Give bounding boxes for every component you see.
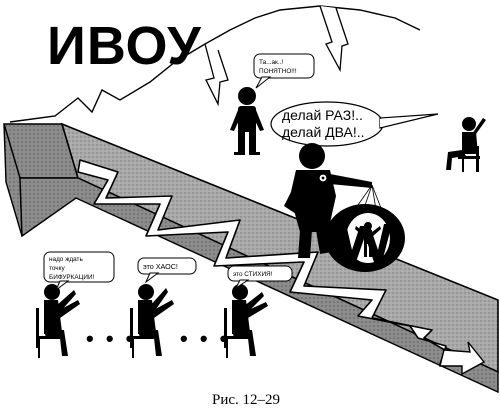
speech-bubble-sitter-2: это ХАОС!: [137, 257, 197, 284]
speech-bubble-observer: Та...ак..! ПОНЯТНО!!!: [253, 53, 315, 89]
sitter-3-speech: это СТИХИЯ!: [233, 271, 273, 278]
sitter-2-speech: это ХАОС!: [143, 262, 178, 271]
ellipsis-dots-1: • • •: [86, 326, 136, 351]
speech-bubble-sitter-3: это СТИХИЯ!: [227, 265, 293, 290]
descending-band-front-face: [19, 177, 499, 394]
seated-figure-2: [130, 284, 174, 358]
commander-figure: [284, 143, 372, 258]
sitter-1-speech-line-3: БИФУРКАЦИИ!: [49, 274, 95, 281]
observer-speech-line-1: Та...ак..!: [259, 59, 283, 66]
commander-speech-line-1: делай РАЗ!..: [282, 107, 363, 123]
title: ИВОУ: [47, 16, 202, 76]
seated-figure-right: [446, 117, 486, 172]
sitter-1-speech-line-2: точку: [49, 265, 65, 272]
commander-speech-line-2: делай ДВА!..: [282, 124, 365, 140]
seated-figure-3: [224, 284, 268, 358]
jagged-contour-arrow-1: [204, 43, 229, 107]
standing-observer-figure: [230, 87, 264, 155]
figure-caption: Рис. 12–29: [212, 392, 280, 408]
sitter-1-speech-line-1: надо ждать: [49, 256, 83, 263]
band-exit-arrow: [439, 341, 486, 376]
puppet-figure: [355, 222, 381, 257]
speech-bubble-commander: делай РАЗ!.. делай ДВА!..: [270, 101, 439, 147]
speech-bubble-sitter-1: надо ждать точку БИФУРКАЦИИ!: [43, 251, 115, 292]
jagged-contour-arrow-2: [319, 5, 349, 73]
upper-contour-line: [9, 5, 421, 123]
seated-figure-1: [36, 284, 80, 358]
ellipsis-dots-2: • • •: [180, 326, 230, 351]
observer-speech-line-2: ПОНЯТНО!!!: [259, 68, 297, 75]
